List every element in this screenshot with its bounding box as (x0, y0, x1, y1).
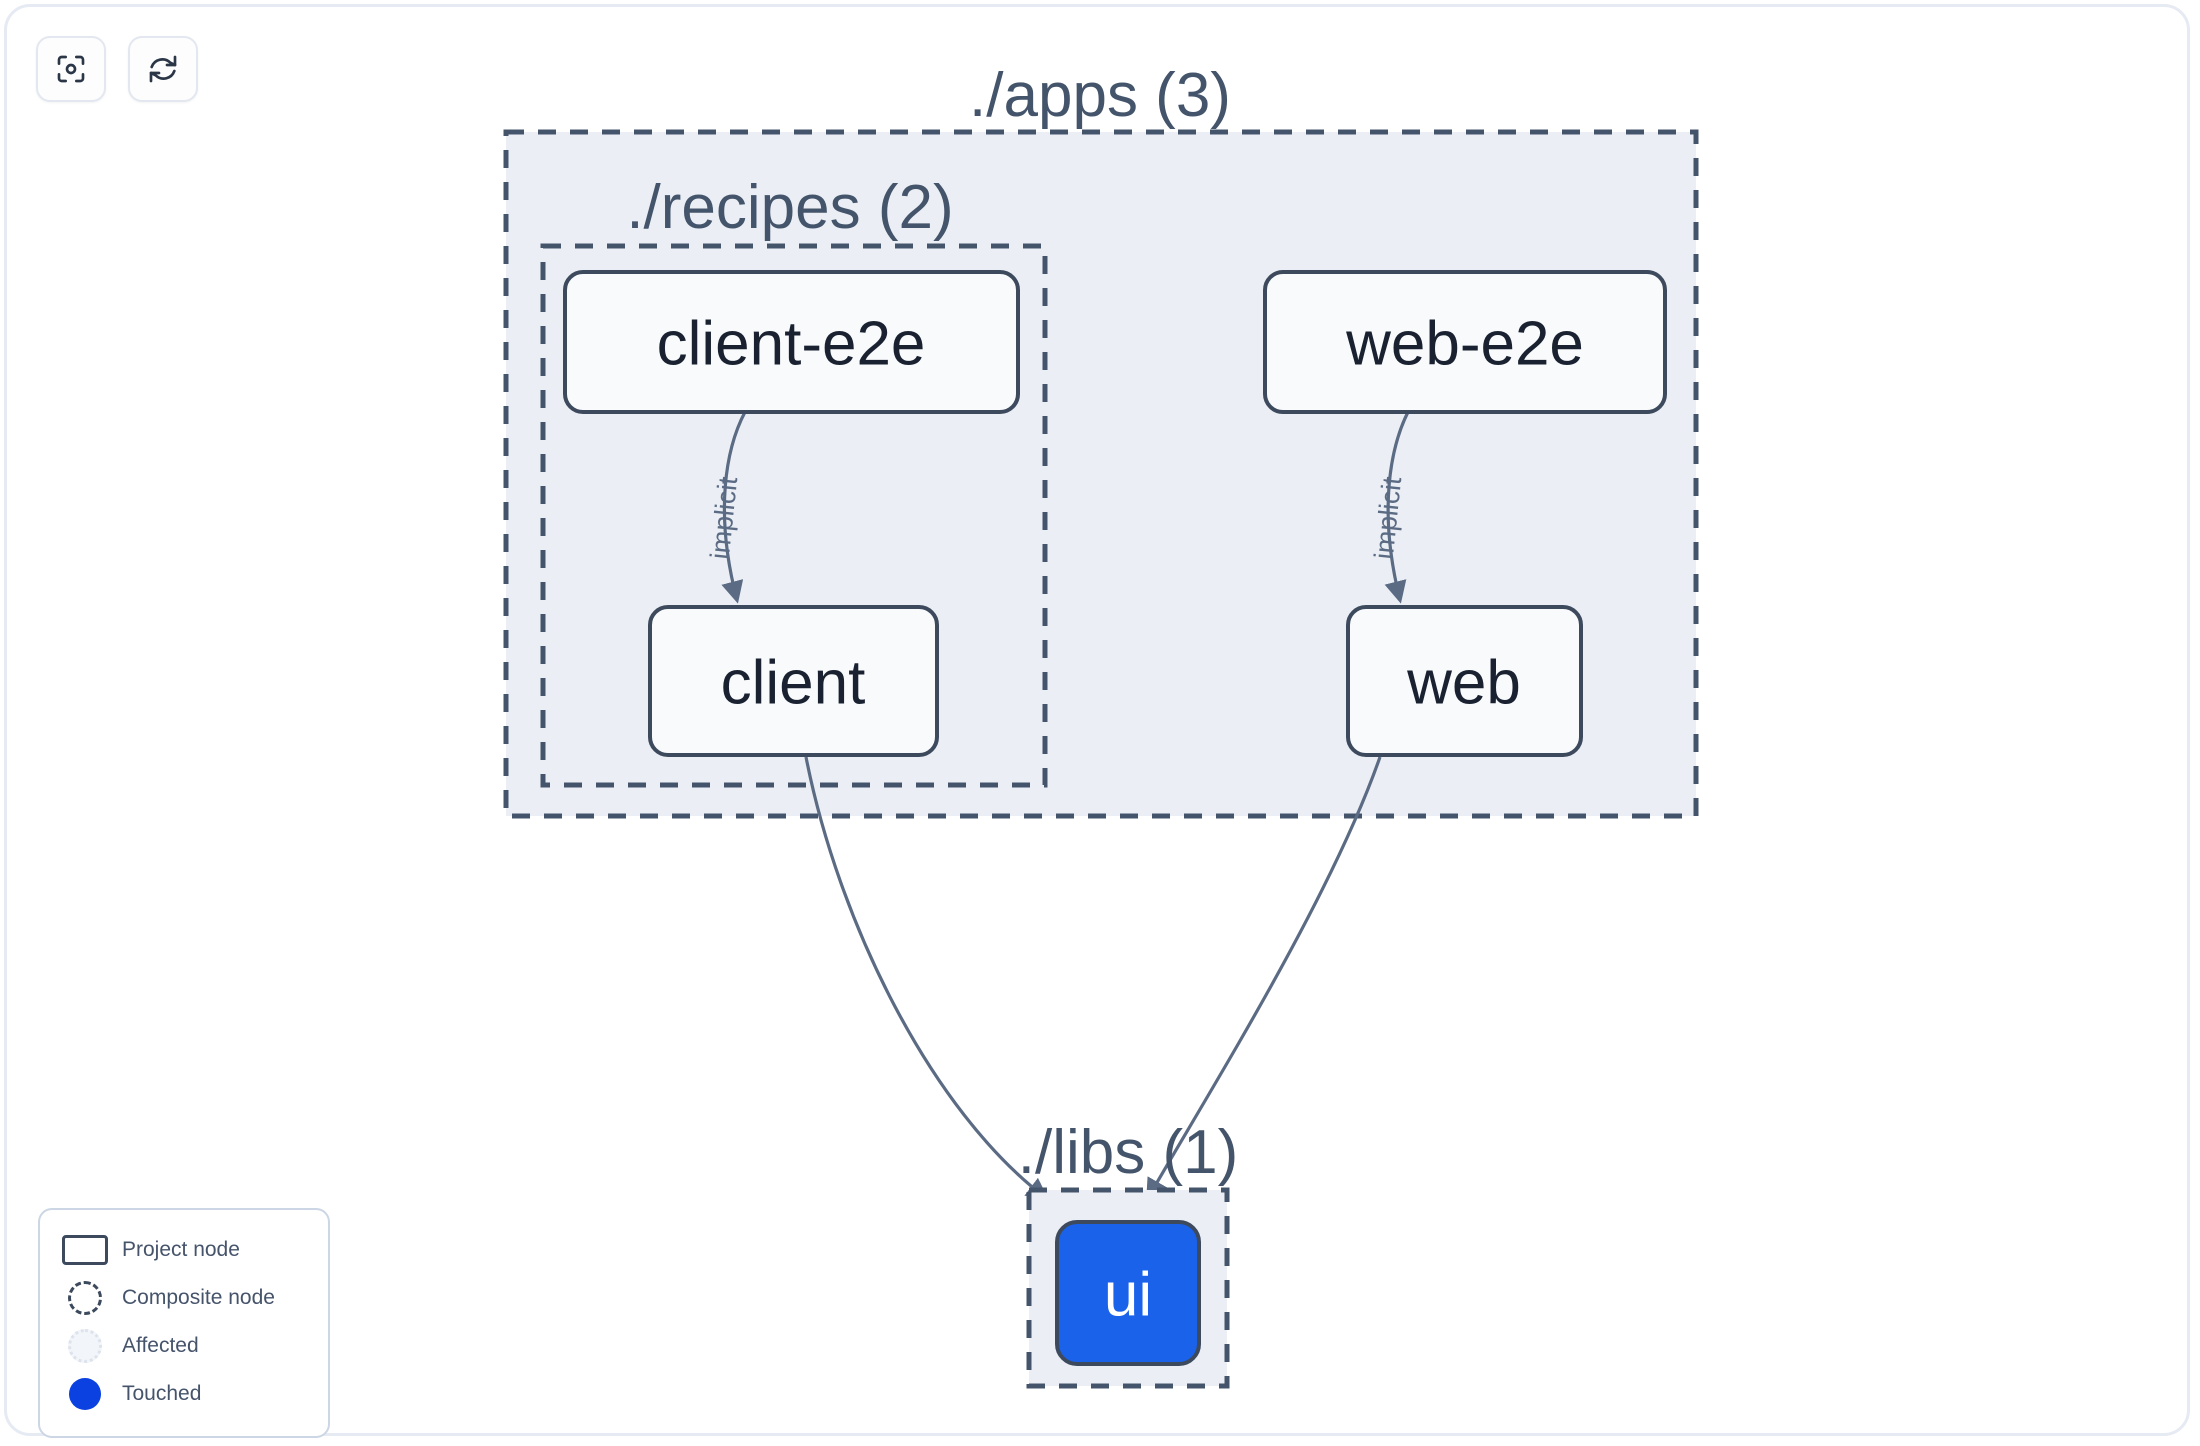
node-rect-web-e2e[interactable] (1263, 270, 1667, 414)
node-client-e2e[interactable]: client-e2e (563, 270, 1020, 414)
edge-client-to-ui[interactable] (804, 756, 1049, 1201)
legend-label-project-node: Project node (122, 1238, 240, 1261)
legend-label-touched: Touched (122, 1382, 202, 1405)
group-label-apps: ./apps (3) (969, 61, 1231, 130)
legend-label-composite-node: Composite node (122, 1286, 275, 1309)
legend-item-project-node: Project node (58, 1226, 310, 1274)
node-rect-client[interactable] (648, 605, 939, 757)
graph-legend: Project node Composite node Affected Tou… (38, 1208, 330, 1438)
project-node-icon (58, 1235, 112, 1265)
affected-node-icon (58, 1329, 112, 1363)
focus-target-icon (55, 53, 87, 85)
legend-item-touched: Touched (58, 1370, 310, 1418)
node-label-web-e2e: web-e2e (1345, 310, 1584, 379)
node-rect-ui[interactable] (1055, 1220, 1201, 1366)
legend-item-composite-node: Composite node (58, 1274, 310, 1322)
refresh-graph-button[interactable] (128, 36, 198, 102)
refresh-sync-icon (147, 53, 179, 85)
node-client[interactable]: client (648, 605, 939, 757)
node-rect-client-e2e[interactable] (563, 270, 1020, 414)
node-web-e2e[interactable]: web-e2e (1263, 270, 1667, 414)
legend-item-affected: Affected (58, 1322, 310, 1370)
focus-graph-button[interactable] (36, 36, 106, 102)
edge-client-e2e-to-client[interactable] (721, 411, 747, 604)
node-ui[interactable]: ui (1055, 1220, 1201, 1366)
legend-label-affected: Affected (122, 1334, 199, 1357)
composite-node-icon (58, 1281, 112, 1315)
node-web[interactable]: web (1346, 605, 1583, 757)
node-label-client-e2e: client-e2e (657, 310, 926, 379)
node-label-client: client (721, 649, 866, 718)
group-label-recipes: ./recipes (2) (626, 173, 953, 242)
group-label-libs: ./libs (1) (1018, 1118, 1238, 1187)
node-label-ui: ui (1104, 1261, 1152, 1330)
edge-layer (721, 411, 1410, 1202)
edge-web-e2e-to-web[interactable] (1384, 411, 1410, 604)
node-rect-web[interactable] (1346, 605, 1583, 757)
touched-node-icon (58, 1378, 112, 1410)
node-label-web: web (1406, 649, 1521, 718)
edge-web-to-ui[interactable] (1146, 756, 1382, 1202)
graph-toolbar (36, 36, 198, 102)
